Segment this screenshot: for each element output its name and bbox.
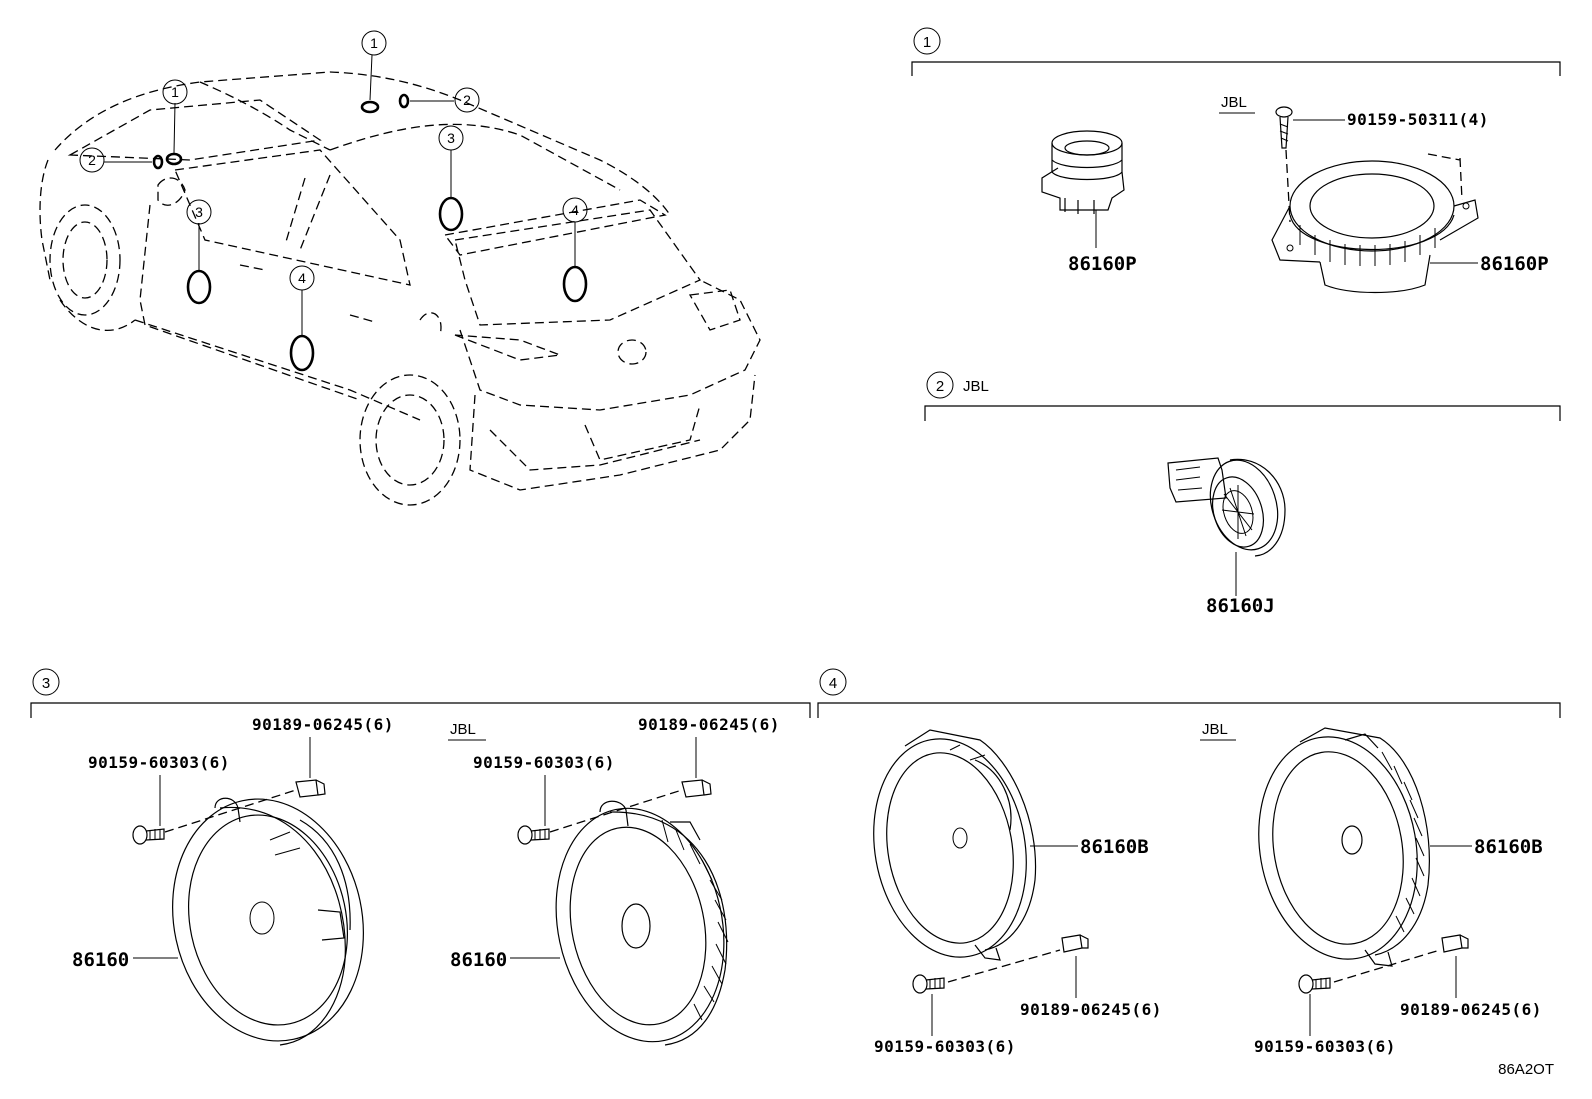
part-number-90159-60303-std-front: 90159-60303(6) (88, 753, 230, 772)
part-number-90159-50311: 90159-50311(4) (1347, 110, 1489, 129)
car-callout-3-front: 3 (186, 199, 212, 225)
clip-part-std-rear (1061, 934, 1089, 953)
screw-part-jbl-rear (1298, 974, 1331, 994)
part-number-90159-60303-jbl-front: 90159-60303(6) (473, 753, 615, 772)
section-2-jbl-tweeter: 2 JBL 86160J (924, 371, 1561, 617)
screw-part-jbl-front (517, 825, 550, 845)
tweeter-standard-part (1041, 130, 1125, 248)
section-4-rear-door-speaker: 4 86160B 90189-06245(6) 90159-60303(6) (817, 668, 1561, 1056)
part-number-90189-06245-std-front: 90189-06245(6) (252, 715, 394, 734)
part-number-86160J: 86160J (1206, 595, 1275, 617)
car-callout-2-roof: 2 (454, 87, 480, 113)
part-number-90189-06245-std-rear: 90189-06245(6) (1020, 1000, 1162, 1019)
part-number-86160B-jbl: 86160B (1474, 836, 1543, 858)
svg-text:2: 2 (463, 92, 471, 108)
car-callout-1-roof: 1 (361, 30, 387, 56)
section-1-tweeter: 1 86160P JBL 90159-50311(4) (911, 27, 1561, 294)
section-1-callout: 1 (923, 34, 931, 51)
front-door-speaker-jbl-part (555, 800, 729, 1046)
svg-text:3: 3 (195, 204, 203, 220)
svg-text:3: 3 (447, 130, 455, 146)
screw-part-std-front (132, 825, 165, 845)
car-callout-4-rear: 4 (562, 197, 588, 223)
car-illustration: 1 1 2 2 3 3 4 4 (39, 30, 761, 506)
part-number-86160-jbl: 86160 (450, 949, 507, 971)
car-callout-1-front: 1 (162, 79, 188, 105)
car-callout-3-rear: 3 (438, 125, 464, 151)
part-number-90159-60303-jbl-rear: 90159-60303(6) (1254, 1037, 1396, 1056)
clip-part-jbl-rear (1441, 934, 1469, 953)
jbl-label-section-4: JBL (1202, 721, 1228, 738)
clip-part-jbl-front (681, 779, 712, 798)
jbl-label-section-2: JBL (963, 378, 989, 395)
section-4-callout: 4 (829, 675, 837, 692)
rear-door-speaker-jbl-part (1258, 727, 1430, 967)
front-door-speaker-std-part (172, 797, 364, 1046)
car-callout-4-front: 4 (289, 265, 315, 291)
part-number-86160P-standard: 86160P (1068, 253, 1137, 275)
svg-text:1: 1 (171, 84, 179, 100)
section-3-front-door-speaker: 3 90189-06245(6) 90159-60303(6) 8616 (30, 668, 811, 1046)
svg-text:4: 4 (298, 270, 306, 286)
section-2-callout: 2 (936, 378, 944, 395)
part-number-86160P-jbl: 86160P (1480, 253, 1549, 275)
jbl-tweeter-part (1271, 160, 1479, 294)
clip-part-std-front (295, 779, 326, 798)
section-3-callout: 3 (42, 675, 50, 692)
svg-text:1: 1 (370, 35, 378, 51)
car-callout-2-front: 2 (79, 147, 105, 173)
svg-text:4: 4 (571, 202, 579, 218)
part-number-90189-06245-jbl-front: 90189-06245(6) (638, 715, 780, 734)
svg-text:2: 2 (88, 152, 96, 168)
rear-door-speaker-std-part (873, 729, 1037, 961)
part-number-90189-06245-jbl-rear: 90189-06245(6) (1400, 1000, 1542, 1019)
jbl-label-section-1: JBL (1221, 94, 1247, 111)
screw-part-std-rear (912, 974, 945, 994)
diagram-code: 86A2OT (1498, 1061, 1554, 1078)
jbl-label-section-3: JBL (450, 721, 476, 738)
jbl-rear-tweeter-part (1167, 457, 1286, 557)
part-number-90159-60303-std-rear: 90159-60303(6) (874, 1037, 1016, 1056)
jbl-screw-part (1275, 106, 1293, 149)
part-number-86160-std: 86160 (72, 949, 129, 971)
part-number-86160B-std: 86160B (1080, 836, 1149, 858)
